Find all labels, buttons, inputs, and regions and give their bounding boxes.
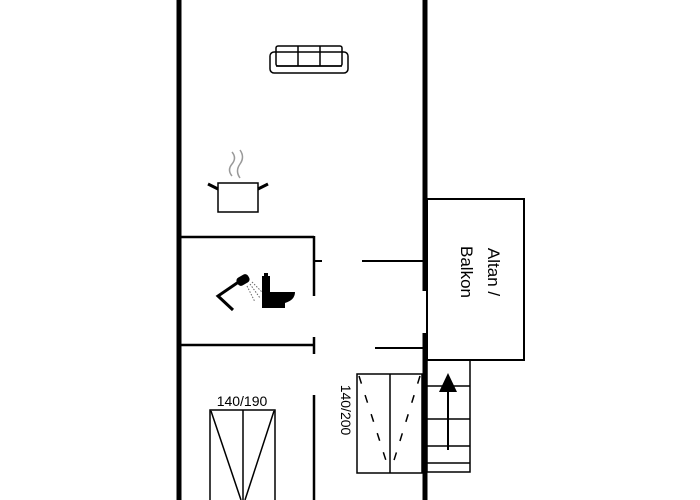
balcony-label-line2: Balkon [457,246,476,298]
double-bed-icon [356,373,423,474]
bed-size-label: 140/200 [338,385,354,436]
stairs-up-arrow-head-icon [439,373,457,392]
sofa-icon [269,45,349,74]
stairs [426,359,471,473]
shower-icon [215,274,265,312]
double-bed-icon [209,409,276,500]
bed-size-label: 140/190 [217,393,268,409]
cooking-pot-icon [207,149,269,213]
balcony-label-line1: Altan / [484,248,503,296]
walls [176,0,428,500]
balcony [426,198,525,361]
toilet-icon [262,273,295,308]
